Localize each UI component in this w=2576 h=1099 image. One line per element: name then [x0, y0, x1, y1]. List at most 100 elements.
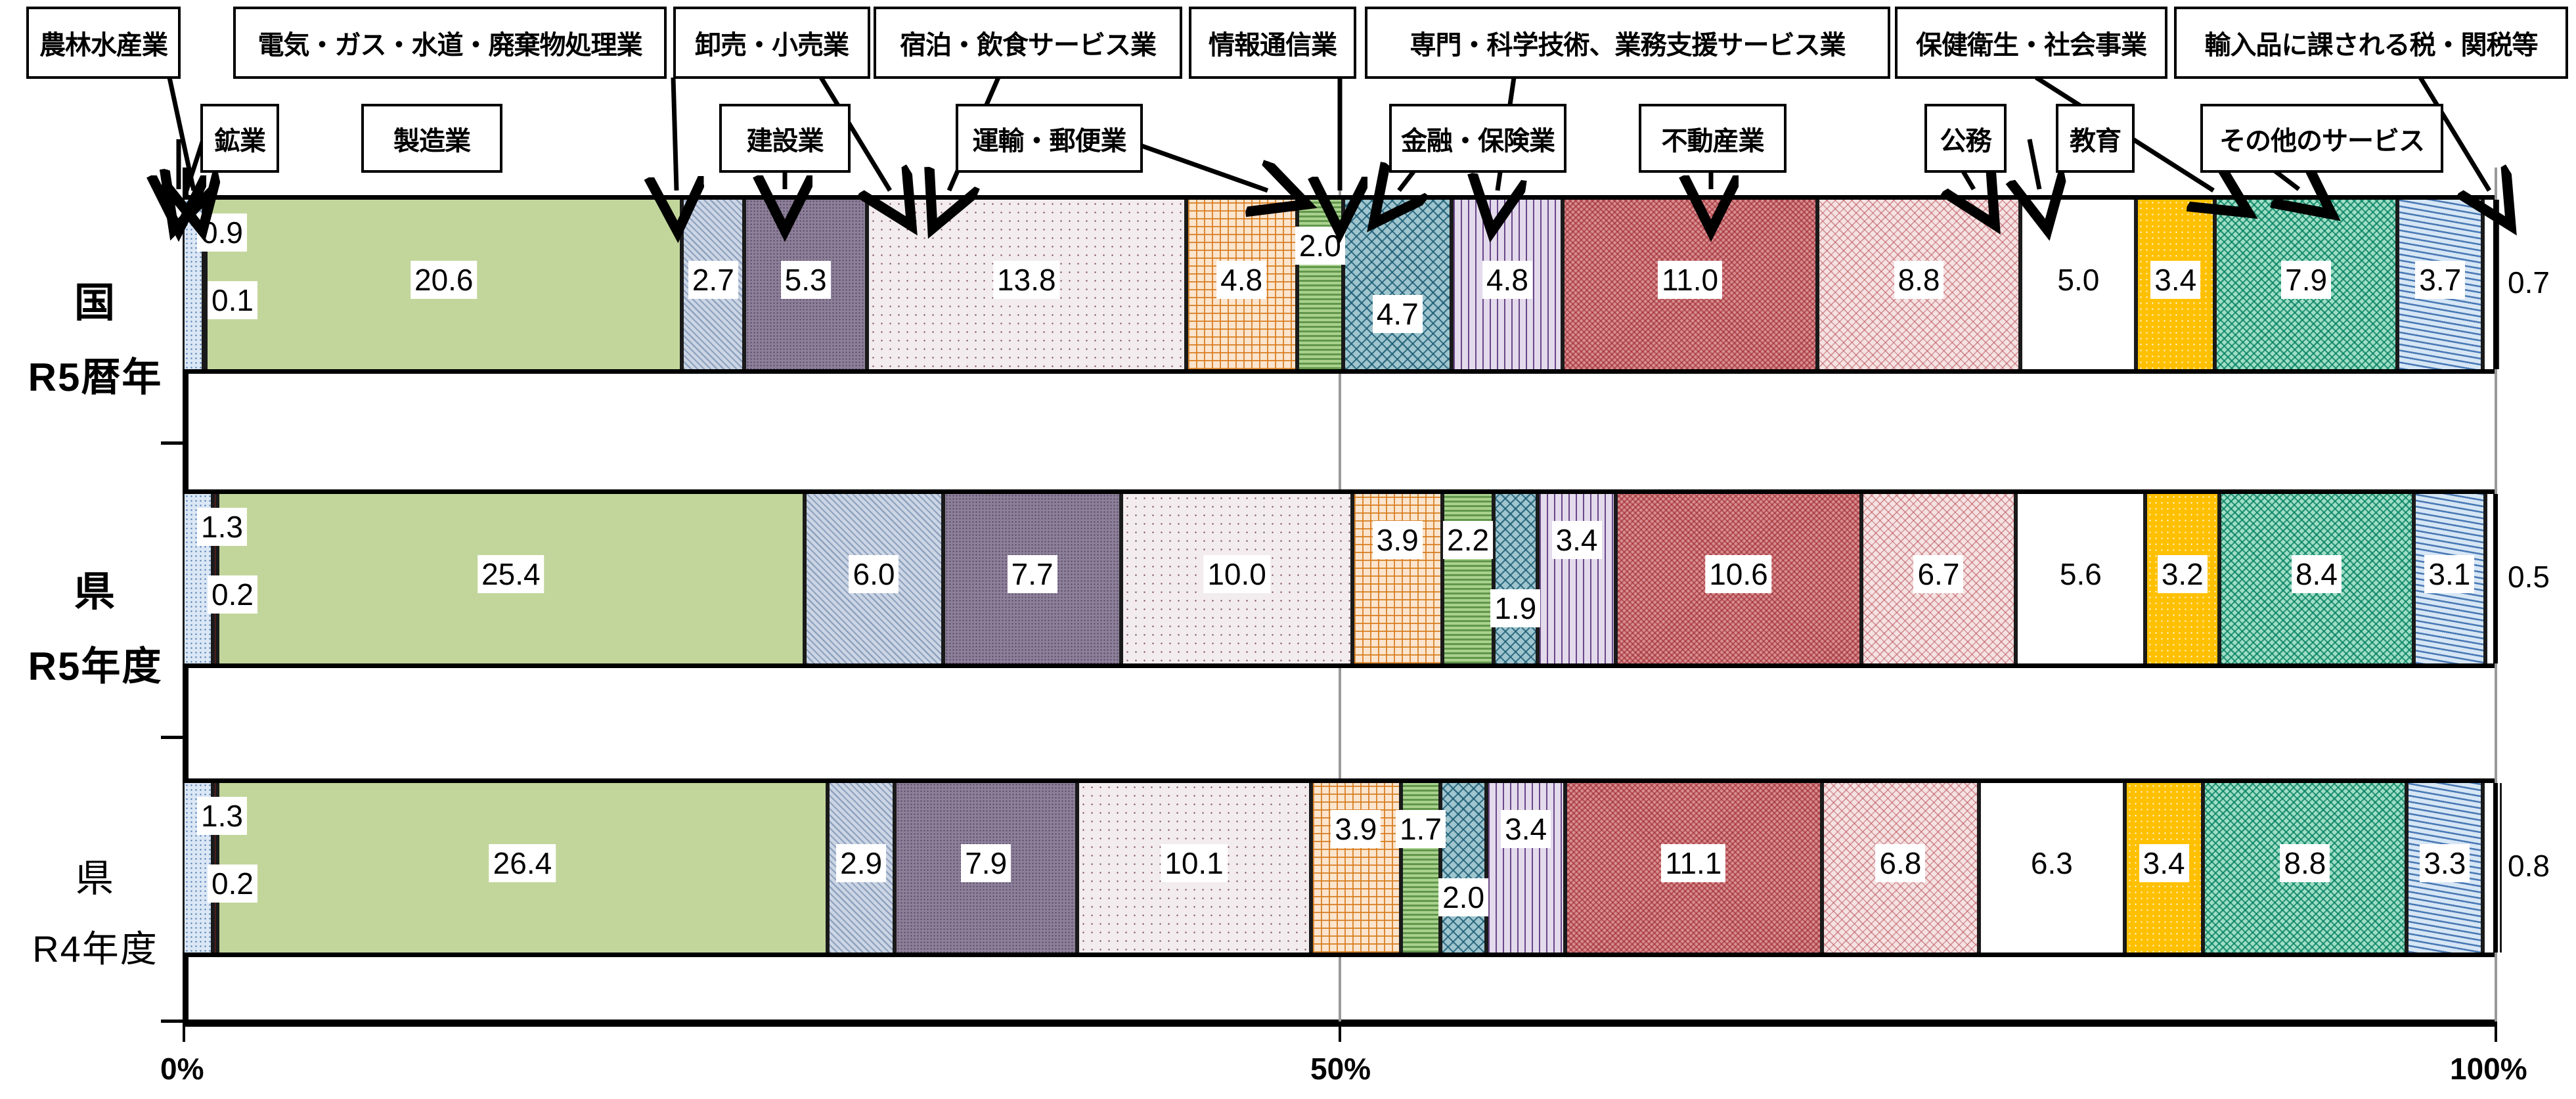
left-upper-value-label: 1.3 [197, 507, 247, 546]
segment-value-label: 7.7 [1007, 555, 1057, 593]
callout-wholesale: 卸売・小売業 [673, 7, 870, 79]
segment-value-label: 7.9 [2281, 261, 2332, 299]
segment-value-label: 5.0 [2053, 261, 2104, 299]
bar-segment[interactable] [943, 494, 1122, 663]
segment-value-label: 13.8 [993, 261, 1060, 299]
callout-label-text: 卸売・小売業 [695, 31, 849, 60]
right-bracket [2493, 783, 2498, 953]
left-lower-value-label: 0.1 [208, 280, 257, 319]
segment-value-label: 6.7 [1913, 555, 1964, 593]
row-label-3: 県 R4年度 [13, 847, 177, 973]
callout-label-text: 電気・ガス・水道・廃棄物処理業 [257, 31, 643, 60]
segment-value-label: 5.6 [2055, 555, 2106, 593]
callout-importtax: 輸入品に課される税・関税等 [2174, 7, 2568, 79]
segment-value-label: 4.7 [1372, 294, 1423, 333]
callout-professional: 専門・科学技術、業務支援サービス業 [1365, 7, 1890, 79]
bar-segment[interactable] [1442, 494, 1494, 663]
segment-value-label: 6.8 [1875, 844, 1926, 882]
segment-value-label: 8.4 [2291, 555, 2342, 593]
callout-label-text: 運輸・郵便業 [972, 126, 1127, 156]
row-label-line2: R5暦年 [28, 355, 163, 399]
segment-value-label: 3.1 [2424, 555, 2475, 593]
bar-segment[interactable] [1486, 783, 1565, 953]
callout-label-text: 製造業 [393, 126, 471, 156]
right-outside-value-label: 0.7 [2508, 265, 2550, 300]
x-tick-0 [183, 1020, 185, 1042]
segment-value-label: 10.1 [1161, 844, 1228, 882]
segment-value-label: 5.3 [780, 261, 831, 299]
row-label-2: 県 R5年度 [13, 558, 177, 692]
bar-segment[interactable] [1493, 494, 1538, 663]
segment-value-label: 4.8 [1482, 261, 1532, 299]
segment-value-label: 3.9 [1372, 521, 1423, 560]
callout-label-text: 宿泊・飲食サービス業 [900, 31, 1157, 60]
segment-value-label: 3.4 [1501, 810, 1551, 849]
segment-value-label: 2.9 [836, 844, 887, 882]
segment-value-label: 6.3 [2026, 844, 2077, 882]
callout-transport: 運輸・郵便業 [956, 104, 1143, 173]
segment-value-label: 2.0 [1295, 227, 1345, 265]
row-label-line2: R4年度 [32, 928, 158, 970]
callout-finance: 金融・保険業 [1389, 104, 1566, 173]
segment-value-label: 11.1 [1661, 844, 1726, 882]
right-outside-value-label: 0.8 [2508, 849, 2550, 883]
callout-otherserv: その他のサービス [2200, 104, 2443, 173]
x-tick-100 [2495, 1020, 2497, 1042]
segment-value-label: 3.4 [1551, 521, 1602, 560]
x-tick-label-50: 50% [1310, 1052, 1371, 1086]
bar-segment[interactable] [2136, 200, 2215, 369]
bar-segment[interactable] [1352, 494, 1443, 663]
right-outside-value-label: 0.5 [2508, 560, 2550, 594]
row-label-line1: 県 [74, 570, 116, 615]
segment-value-label: 2.0 [1438, 878, 1489, 916]
bar-segment[interactable] [1440, 783, 1487, 953]
segment-value-label: 3.4 [2150, 261, 2201, 299]
x-tick-label-100: 100% [2450, 1052, 2527, 1086]
bar-segment[interactable] [1343, 200, 1452, 369]
callout-health: 保健衛生・社会事業 [1895, 7, 2167, 79]
segment-value-label: 3.4 [2139, 844, 2189, 882]
segment-value-label: 3.3 [2420, 844, 2470, 882]
row-label-line1: 国 [74, 280, 116, 326]
segment-value-label: 26.4 [489, 844, 556, 882]
segment-value-label: 25.4 [477, 555, 544, 593]
row-label-line2: R5年度 [28, 644, 163, 688]
x-tick-50 [1339, 1020, 1341, 1042]
callout-label-text: その他のサービス [2219, 126, 2425, 156]
bar-segment[interactable] [1310, 783, 1402, 953]
right-bracket [2493, 200, 2498, 369]
callout-label-text: 専門・科学技術、業務支援サービス業 [1410, 31, 1846, 60]
callout-publicadmin: 公務 [1924, 104, 2007, 173]
bar-segment[interactable] [1297, 200, 1344, 369]
callout-label-text: 不動産業 [1661, 126, 1765, 156]
callout-realestate: 不動産業 [1639, 104, 1787, 173]
bar-segment[interactable] [1979, 783, 2125, 953]
segment-value-label: 7.9 [961, 844, 1011, 882]
callout-label-text: 公務 [1940, 126, 1992, 156]
segment-value-label: 6.0 [849, 555, 899, 593]
segment-value-label: 3.7 [2415, 261, 2466, 299]
segment-value-label: 4.8 [1216, 261, 1267, 299]
callout-education: 教育 [2056, 104, 2135, 173]
bar-row-frame [183, 489, 2495, 668]
callout-label-text: 保健衛生・社会事業 [1916, 31, 2147, 60]
segment-value-label: 2.7 [688, 261, 738, 299]
bar-segment[interactable] [2483, 783, 2502, 953]
segment-value-label: 20.6 [410, 261, 477, 299]
callout-label-text: 鉱業 [214, 126, 266, 156]
segment-value-label: 8.8 [2280, 844, 2330, 882]
left-upper-value-label: 0.9 [197, 213, 247, 252]
callout-label-text: 建設業 [746, 126, 824, 156]
y-tick-sep-3 [161, 1020, 185, 1023]
callout-agri: 農林水産業 [26, 7, 181, 79]
segment-value-label: 3.9 [1331, 810, 1381, 849]
row-label-line1: 県 [75, 857, 115, 900]
y-tick-sep-1 [161, 441, 185, 445]
bar-segment[interactable] [1537, 494, 1616, 663]
callout-label-text: 金融・保険業 [1401, 126, 1555, 156]
segment-value-label: 8.8 [1894, 261, 1944, 299]
row-label-1: 国 R5暦年 [13, 269, 177, 403]
bar-segment[interactable] [1401, 783, 1440, 953]
callout-label-text: 教育 [2070, 126, 2121, 156]
segment-value-label: 2.2 [1443, 521, 1494, 560]
